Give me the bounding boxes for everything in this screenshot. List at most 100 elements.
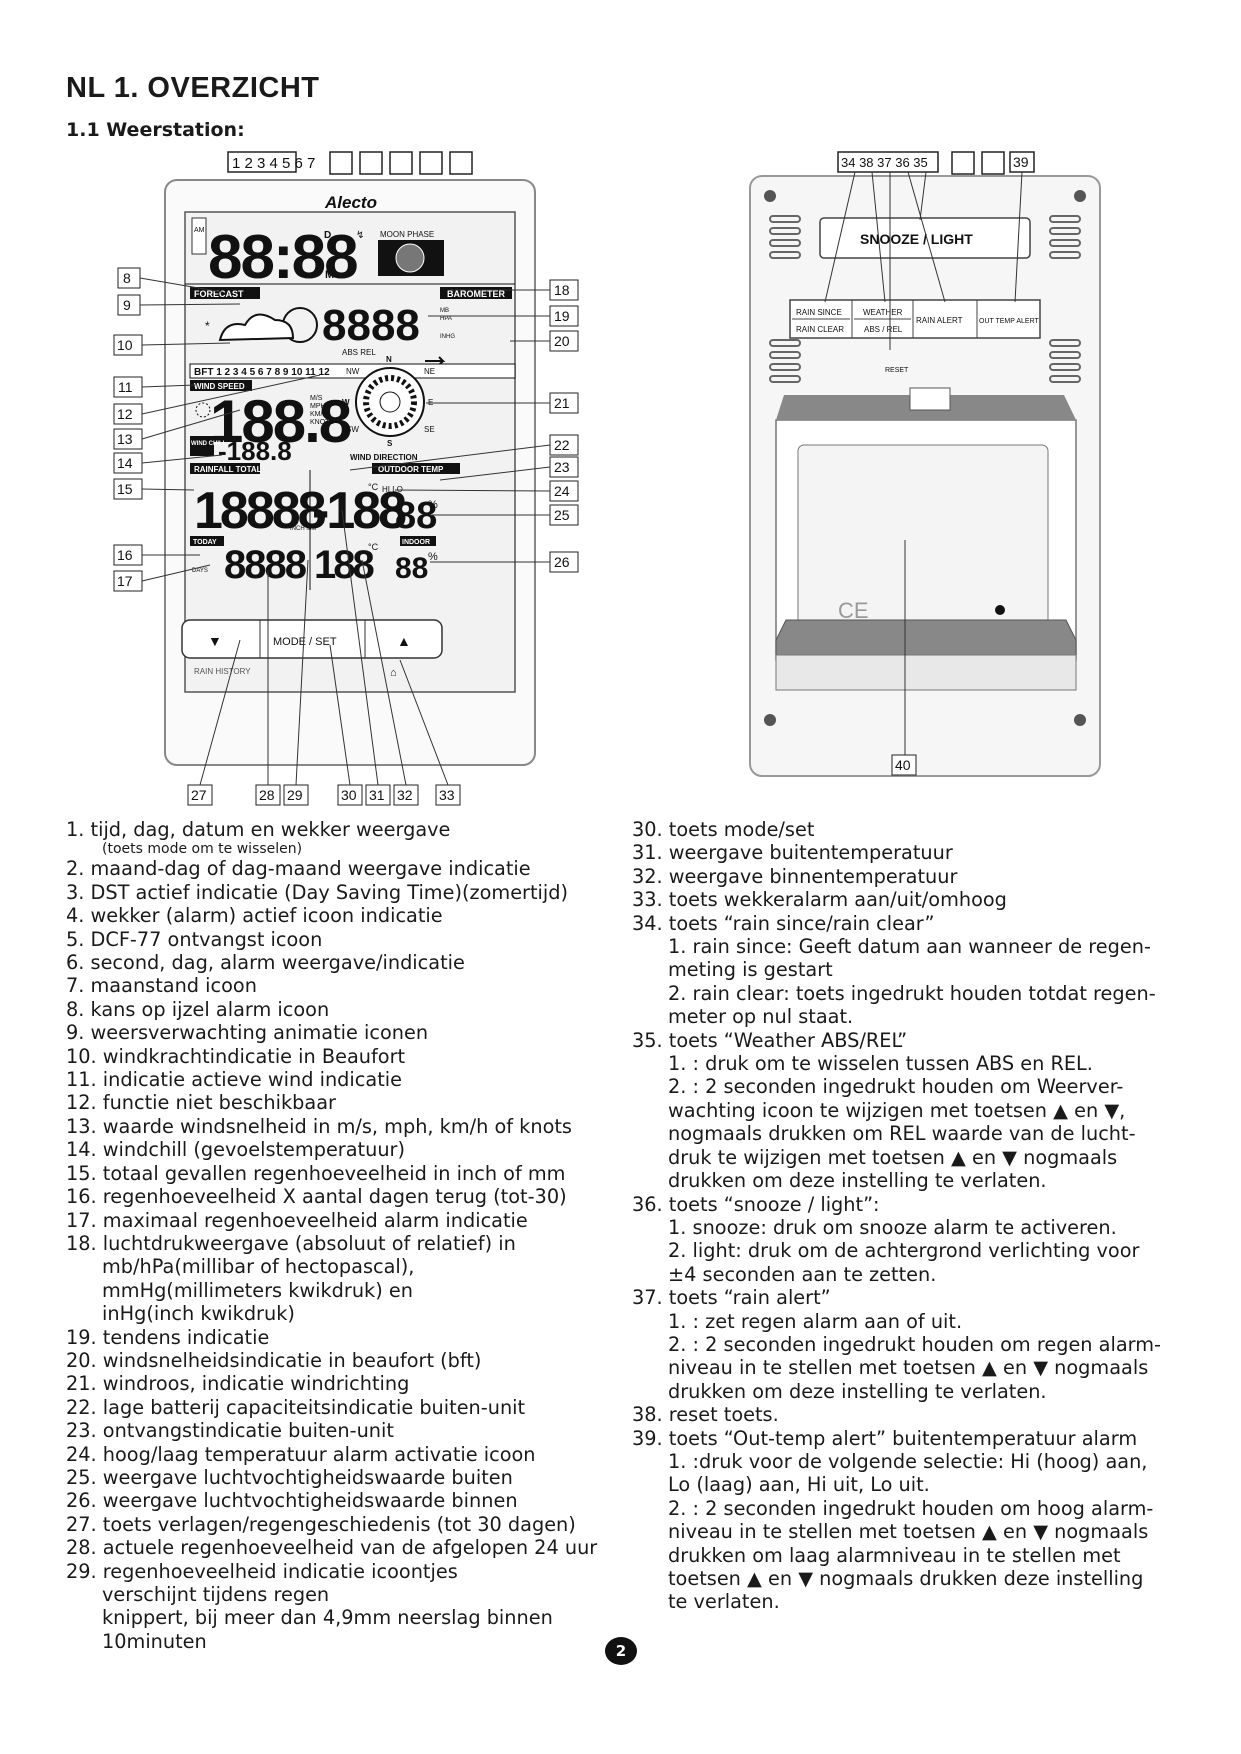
svg-text:30: 30 [341,787,357,803]
list-item: 9. weersverwachting animatie iconen [66,1021,429,1045]
svg-text:27: 27 [191,787,207,803]
list-item: 20. windsnelheidsindicatie in beaufort (… [66,1348,482,1372]
list-item: druk te wijzigen met toetsen ▲ en ▼ nogm… [668,1145,1118,1169]
list-item: 1. : druk om te wisselen tussen ABS en R… [668,1052,1093,1076]
list-item: 1. rain since: Geeft datum aan wanneer d… [668,935,1151,959]
compass-ne: NE [424,367,435,376]
list-item: 2. rain clear: toets ingedrukt houden to… [668,981,1156,1005]
svg-text:HPA: HPA [440,316,452,322]
label-40: 40 [895,757,911,773]
svg-text:23: 23 [554,459,570,475]
list-item: 33. toets wekkeralarm aan/uit/omhoog [632,888,1007,912]
svg-text:20: 20 [554,333,570,349]
list-item: 10minuten [102,1629,207,1653]
down-button[interactable] [181,619,443,659]
callout-box [951,151,975,175]
label-39: 39 [1013,154,1029,170]
list-item: 12. functie niet beschikbaar [66,1091,336,1115]
list-item: nogmaals drukken om REL waarde van de lu… [668,1122,1136,1146]
snooze-light-label: SNOOZE / LIGHT [860,231,973,247]
svg-text:M/S: M/S [310,395,323,402]
snooze-light-button[interactable] [819,217,1031,259]
callout-box [981,151,1005,175]
callout-box [329,151,353,175]
list-item: 19. tendens indicatie [66,1325,270,1349]
list-item: 17. maximaal regenhoeveelheid alarm indi… [66,1208,528,1232]
compass-sw: SW [346,425,359,434]
out-temp-alert-label: OUT TEMP ALERT [979,318,1040,325]
svg-text:11: 11 [118,379,133,395]
outdoor-temp-label: OUTDOOR TEMP [378,465,444,474]
moon-icon [395,243,425,273]
list-item: 27. toets verlagen/regengeschiedenis (to… [66,1512,576,1536]
list-item: 25. weergave luchtvochtigheidswaarde bui… [66,1465,513,1489]
rain-today-display: 8888 [224,543,307,587]
svg-text:INHG: INHG [440,334,455,340]
svg-text:D: D [324,230,331,241]
list-item: mmHg(millimeters kwikdruk) en [102,1278,413,1302]
wind-chill-display: -188.8 [218,436,292,466]
indoor-humidity-display: 88 [395,552,428,585]
list-item: 2. : 2 seconden ingedrukt houden om rege… [668,1332,1161,1356]
svg-text:*: * [205,319,210,333]
today-label: TODAY [193,539,217,546]
list-item: meting is gestart [668,958,833,982]
svg-text:°C: °C [368,482,379,492]
indoor-temp-display: 188 [314,543,374,587]
svg-text:%: % [428,551,438,563]
outdoor-temp-display: -188 [312,482,406,540]
up-arrow-icon: ▲ [397,633,411,649]
section-title: 1.1 Weerstation: [66,119,245,141]
svg-text:25: 25 [554,507,570,523]
callout-box [449,151,473,175]
list-item: 13. waarde windsnelheid in m/s, mph, km/… [66,1114,572,1138]
svg-text:17: 17 [117,573,133,589]
list-item: knippert, bij meer dan 4,9mm neerslag bi… [102,1606,553,1630]
alarm-icon: ⌂ [390,667,397,679]
beaufort-row: BFT 1 2 3 4 5 6 7 8 9 10 11 12 [194,367,330,378]
callout-box [389,151,413,175]
hi-lo-indicator: HI LO [382,485,403,494]
outdoor-humidity-display: 88 [395,495,437,537]
down-arrow-icon: ▼ [208,633,222,649]
list-item: 7. maanstand icoon [66,974,257,998]
list-item: Lo (laag) aan, Hi uit, Lo uit. [668,1473,930,1497]
svg-text:MPH: MPH [310,403,326,410]
list-item: drukken om deze instelling te verlaten. [668,1379,1047,1403]
list-item: niveau in te stellen met toetsen ▲ en ▼ … [668,1520,1149,1544]
list-item: wachting icoon te wijzigen met toetsen ▲… [668,1098,1126,1122]
barometer-label: BAROMETER [447,289,505,299]
wind-chill-label: WIND CHILL [191,441,227,447]
rain-alert-label: RAIN ALERT [916,316,963,325]
vent-slots [769,215,1081,383]
list-item: 2. maand-dag of dag-maand weergave indic… [66,857,531,881]
page-title: NL 1. OVERZICHT [66,72,320,104]
weather-label: WEATHER [863,308,903,317]
list-item: 35. toets “Weather ABS/REL” [632,1028,908,1052]
ce-mark: CE [838,598,869,623]
svg-text:29: 29 [287,787,303,803]
list-item: 11. indicatie actieve wind indicatie [66,1068,402,1092]
list-item: 32. weergave binnentemperatuur [632,864,958,888]
list-item: 21. windroos, indicatie windrichting [66,1372,410,1396]
list-item: 23. ontvangstindicatie buiten-unit [66,1419,394,1443]
compass-w: W [342,398,350,407]
list-item: verschijnt tijdens regen [102,1583,330,1606]
list-item: 1. :druk voor de volgende selectie: Hi (… [668,1449,1148,1473]
svg-text:31: 31 [369,787,385,803]
list-item: drukken om deze instelling te verlaten. [668,1169,1047,1193]
list-item: 15. totaal gevallen regenhoeveelheid in … [66,1161,566,1185]
right-callouts: 18 19 20 21 22 23 24 25 26 [349,279,579,573]
wind-active-icon [195,402,211,418]
wind-compass [355,367,425,437]
forecast-label: FORECAST [194,289,244,299]
svg-text:°C: °C [368,542,379,552]
list-item: 26. weergave luchtvochtigheidswaarde bin… [66,1489,518,1513]
list-item: 24. hoog/laag temperatuur alarm activati… [66,1442,536,1466]
list-item: 14. windchill (gevoelstemperatuur) [66,1138,405,1162]
list-item: meter op nul staat. [668,1005,854,1029]
list-item: 30. toets mode/set [632,818,815,841]
rain-total-display: 18888 [194,482,326,540]
svg-text:13: 13 [117,431,133,447]
